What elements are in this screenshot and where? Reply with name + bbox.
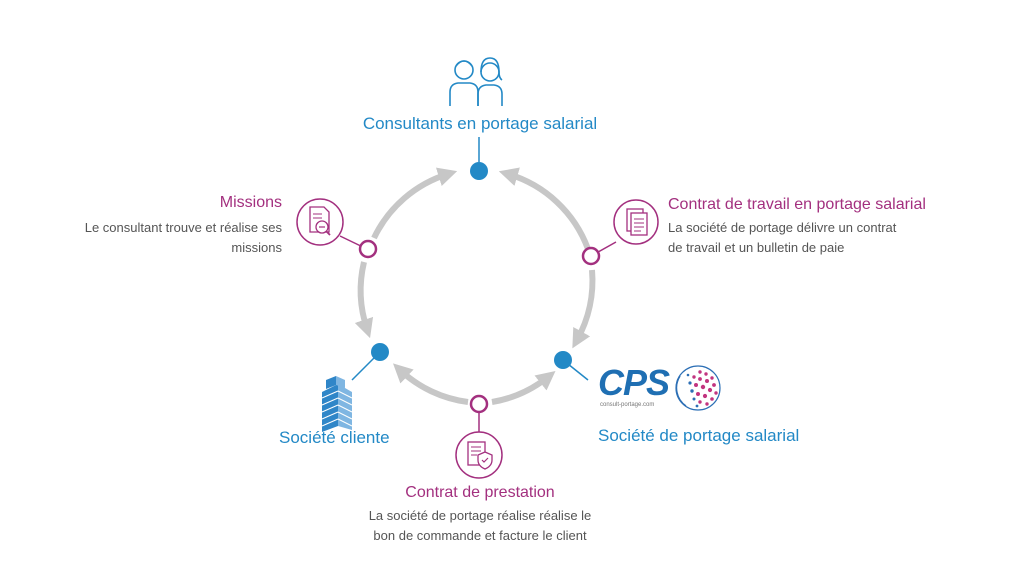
arrow-right	[572, 269, 596, 349]
secure-document-icon	[455, 431, 503, 479]
missions-title: Missions	[219, 194, 282, 211]
node-societe-cliente	[371, 343, 389, 361]
arrow-bottom-right	[491, 371, 556, 405]
contrat-travail-desc-line2: de travail et un bulletin de paie	[668, 240, 845, 255]
node-consultants	[470, 162, 488, 180]
societe-portage-title: Société de portage salarial	[598, 426, 800, 445]
missions-desc-line2: missions	[231, 240, 282, 255]
node-missions	[358, 239, 378, 259]
contrat-travail-title: Contrat de travail en portage salarial	[668, 196, 926, 213]
contrat-prestation-desc-line1: La société de portage réalise réalise le	[368, 508, 592, 523]
arrow-left	[354, 261, 374, 339]
node-contrat-travail	[581, 246, 601, 266]
missions-desc-line1: Le consultant trouve et réalise ses	[84, 220, 282, 235]
arrow-top-left	[371, 167, 458, 240]
people-icon	[449, 57, 503, 106]
cps-logo: CPS consult-portage.com	[598, 362, 728, 414]
building-icon	[321, 376, 353, 432]
cps-logo-text: CPS	[598, 362, 670, 403]
societe-cliente-title: Société cliente	[279, 428, 390, 447]
arrow-bottom-left	[392, 363, 469, 405]
contrat-prestation-title: Contrat de prestation	[405, 484, 555, 501]
arrow-top-right	[498, 167, 591, 251]
contrat-prestation-desc-line2: bon de commande et facture le client	[373, 528, 587, 543]
cps-globe-icon	[675, 365, 721, 411]
document-icon	[613, 199, 659, 245]
node-contrat-prestation	[469, 394, 489, 414]
document-search-icon	[296, 198, 344, 246]
consultants-title: Consultants en portage salarial	[362, 114, 598, 133]
cps-logo-subtitle: consult-portage.com	[600, 402, 655, 408]
node-societe-portage	[554, 351, 572, 369]
contrat-travail-desc-line1: La société de portage délivre un contrat	[668, 220, 897, 235]
cycle-arrows	[354, 167, 596, 405]
